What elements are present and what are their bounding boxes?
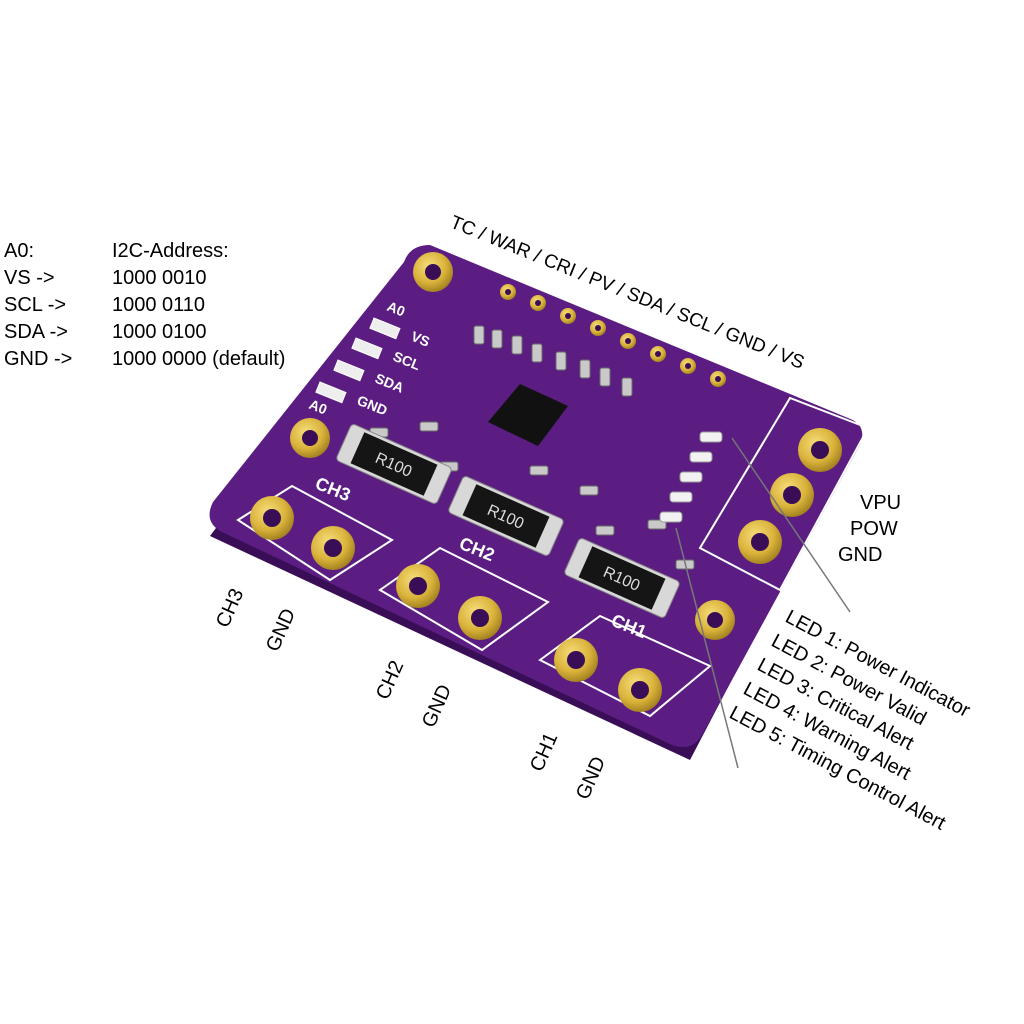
address-pin: GND ->	[4, 348, 73, 370]
header-pads	[500, 284, 726, 387]
a0-header: A0:	[4, 240, 35, 262]
i2c-address-header: I2C-Address:	[112, 240, 229, 262]
shunt-resistor-ch1: R100	[564, 538, 680, 618]
i2c-address-table: A0: I2C-Address: VS -> 1000 0010 SCL -> …	[4, 238, 285, 373]
address-row-vs: VS -> 1000 0010	[4, 265, 285, 292]
power-label-vpu: VPU	[860, 492, 902, 514]
silk-a0-top: A0	[385, 298, 408, 320]
shunt-resistor-ch2: R100	[448, 476, 564, 556]
power-label-gnd: GND	[838, 544, 883, 566]
solder-jumpers	[315, 317, 401, 404]
address-value: 1000 0110	[112, 294, 206, 316]
address-value: 1000 0100	[112, 321, 207, 343]
address-row-gnd: GND -> 1000 0000 (default)	[4, 346, 285, 373]
shunt-resistor-ch3: R100	[336, 424, 452, 504]
address-value: 1000 0010	[112, 267, 207, 289]
address-pin: SDA ->	[4, 321, 68, 343]
silk-a0-bottom: A0	[307, 396, 330, 418]
address-row-scl: SCL -> 1000 0110	[4, 292, 285, 319]
address-value: 1000 0000 (default)	[112, 348, 286, 370]
silk-jumper-vs: VS	[409, 328, 432, 350]
address-pin: VS ->	[4, 267, 55, 289]
address-pin: SCL ->	[4, 294, 67, 316]
ic-chip	[488, 384, 568, 446]
smd-components	[369, 325, 695, 570]
terminal-pads	[250, 428, 842, 712]
address-table-header: A0: I2C-Address:	[4, 238, 285, 265]
address-row-sda: SDA -> 1000 0100	[4, 319, 285, 346]
power-label-pow: POW	[850, 518, 898, 540]
led-leader-lines	[675, 437, 851, 769]
status-leds	[659, 431, 723, 523]
mounting-holes	[290, 252, 735, 640]
